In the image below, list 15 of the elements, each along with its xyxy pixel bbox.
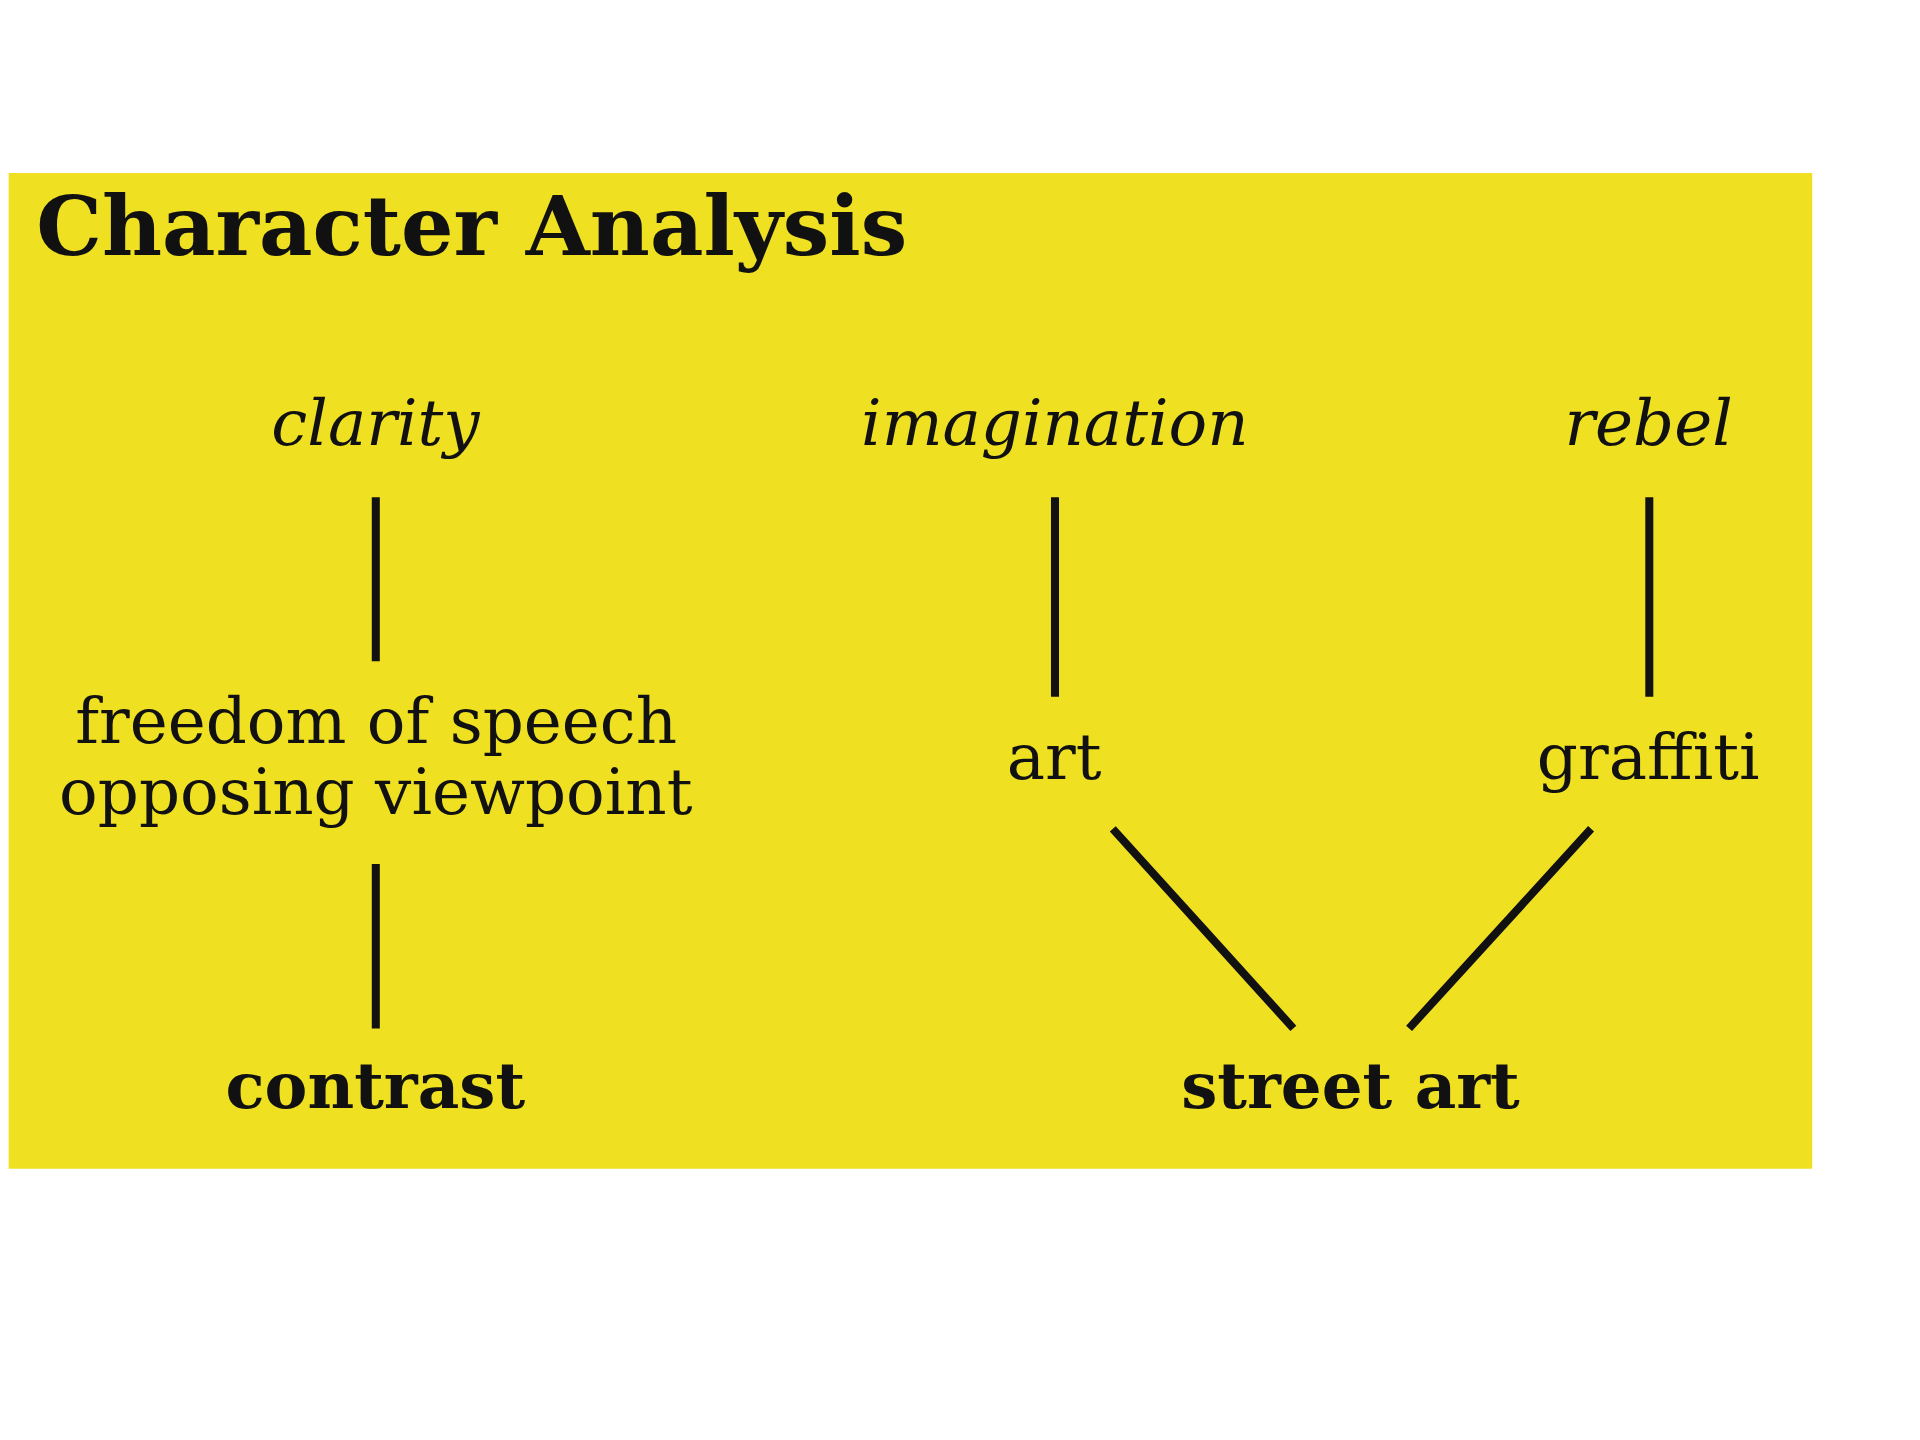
node-text: graffiti [1536, 718, 1760, 794]
connector [371, 863, 380, 1028]
node-text: rebel [1564, 384, 1733, 460]
connector [1406, 825, 1595, 1031]
node-text: street art [1181, 1047, 1520, 1123]
node-text: imagination [861, 384, 1249, 460]
node-text: art [1006, 718, 1102, 794]
connector [1645, 496, 1654, 697]
connector [1051, 496, 1059, 697]
connector [371, 496, 380, 661]
connector [1109, 825, 1297, 1031]
node-text: contrast [225, 1047, 526, 1123]
node-text: freedom of speech opposing viewpoint [59, 682, 693, 829]
diagram-title: Character Analysis [36, 176, 908, 274]
node-text: clarity [271, 384, 480, 460]
